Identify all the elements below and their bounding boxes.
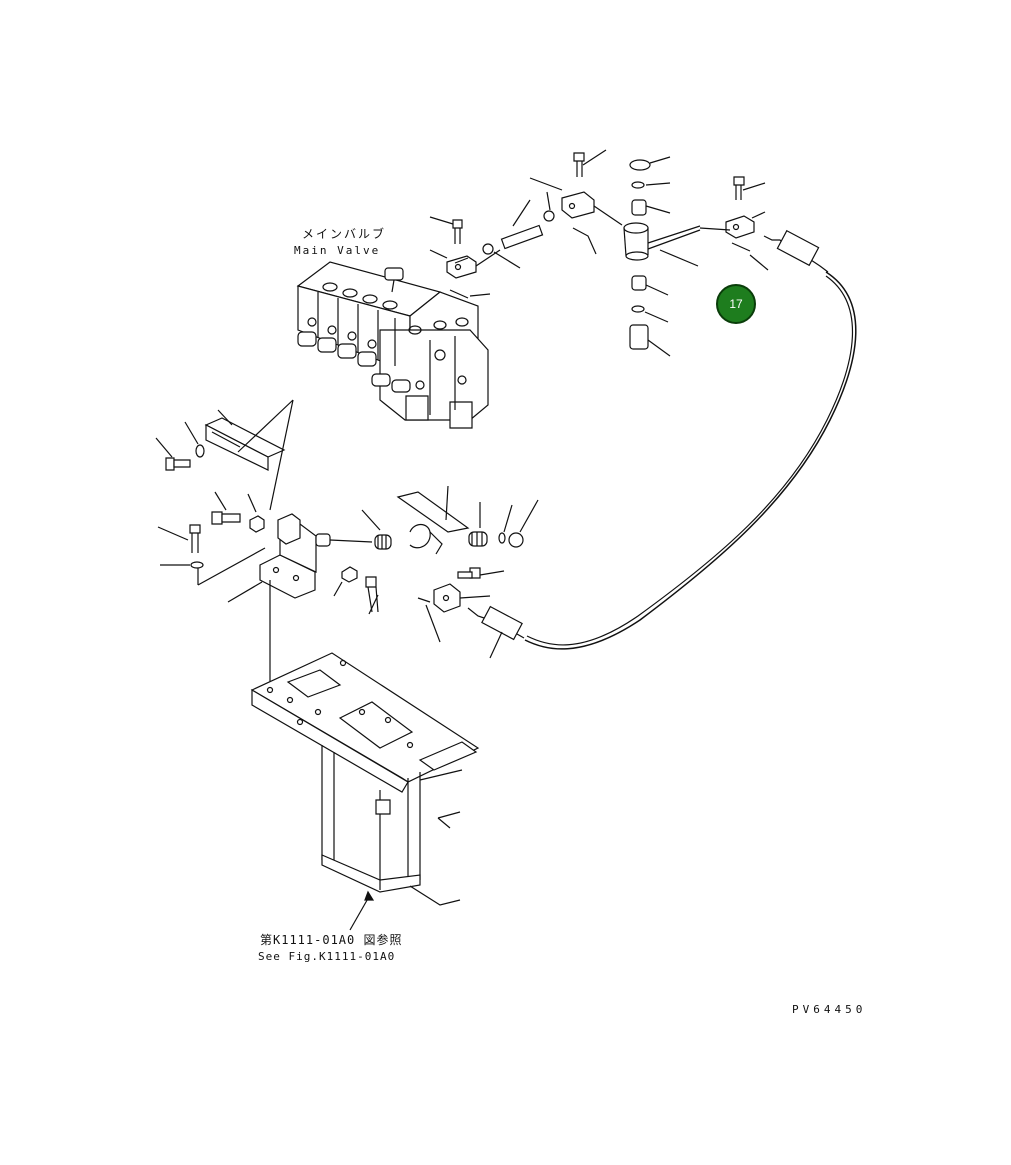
control-cable: [525, 272, 856, 649]
center-link: [430, 192, 554, 298]
main-valve: [298, 262, 488, 428]
upper-linkage: [530, 150, 828, 356]
main-valve-label-jp: メインバルブ: [302, 227, 387, 241]
drawing-number: PV64450: [792, 1003, 867, 1016]
leader-lines: [455, 258, 468, 263]
see-fig-label-jp: 第K1111-01A0 図参照: [260, 933, 403, 947]
left-bracket-group: [156, 400, 391, 688]
see-fig-label-en: See Fig.K1111-01A0: [258, 950, 396, 963]
main-valve-label-en: Main Valve: [294, 244, 381, 257]
base-stand: [252, 653, 478, 930]
pedal-group: [398, 486, 538, 658]
part-callout-17[interactable]: 17: [716, 284, 756, 324]
